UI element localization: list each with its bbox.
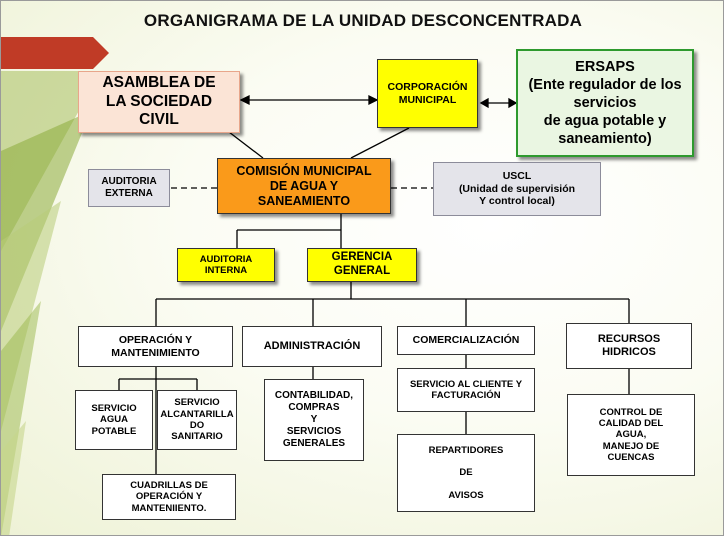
node-control-calidad: CONTROL DE CALIDAD DEL AGUA, MANEJO DE C… <box>567 394 695 476</box>
node-servicio-agua: SERVICIO AGUA POTABLE <box>75 390 153 450</box>
red-arrow-banner <box>1 37 109 69</box>
arrowhead <box>368 94 379 106</box>
node-auditoria-interna: AUDITORIA INTERNA <box>177 248 275 282</box>
arrowhead <box>239 94 250 106</box>
node-comercializacion: COMERCIALIZACIÓN <box>397 326 535 355</box>
node-contabilidad: CONTABILIDAD, COMPRAS Y SERVICIOS GENERA… <box>264 379 364 461</box>
node-recursos: RECURSOS HIDRICOS <box>566 323 692 369</box>
green-stripe <box>1 421 26 535</box>
node-auditoria-externa: AUDITORIA EXTERNA <box>88 169 170 207</box>
decorative-left-stripes <box>1 37 109 535</box>
chart-title: ORGANIGRAMA DE LA UNIDAD DESCONCENTRADA <box>143 11 583 30</box>
arrowhead <box>508 97 518 109</box>
node-operacion: OPERACIÓN Y MANTENIMIENTO <box>78 326 233 367</box>
node-corporacion: CORPORACIÓN MUNICIPAL <box>377 59 478 128</box>
node-gerencia: GERENCIA GENERAL <box>307 248 417 282</box>
node-ersaps: ERSAPS (Ente regulador de los servicios … <box>516 49 694 157</box>
node-comision: COMISIÓN MUNICIPAL DE AGUA Y SANEAMIENTO <box>217 158 391 214</box>
node-uscl: USCL (Unidad de supervisión Y control lo… <box>433 162 601 216</box>
node-cuadrillas: CUADRILLAS DE OPERACIÓN Y MANTENIIENTO. <box>102 474 236 520</box>
node-administracion: ADMINISTRACIÓN <box>242 326 382 367</box>
node-servicio-alcantarilla: SERVICIO ALCANTARILLA DO SANITARIO <box>157 390 237 450</box>
connector-corporacion-comision <box>350 127 410 159</box>
node-asamblea: ASAMBLEA DE LA SOCIEDAD CIVIL <box>78 71 240 133</box>
connector-asamblea-comision <box>228 131 264 159</box>
node-repartidores: REPARTIDORES DE AVISOS <box>397 434 535 512</box>
arrowhead <box>479 97 489 109</box>
node-servicio-cliente: SERVICIO AL CLIENTE Y FACTURACIÓN <box>397 368 535 412</box>
